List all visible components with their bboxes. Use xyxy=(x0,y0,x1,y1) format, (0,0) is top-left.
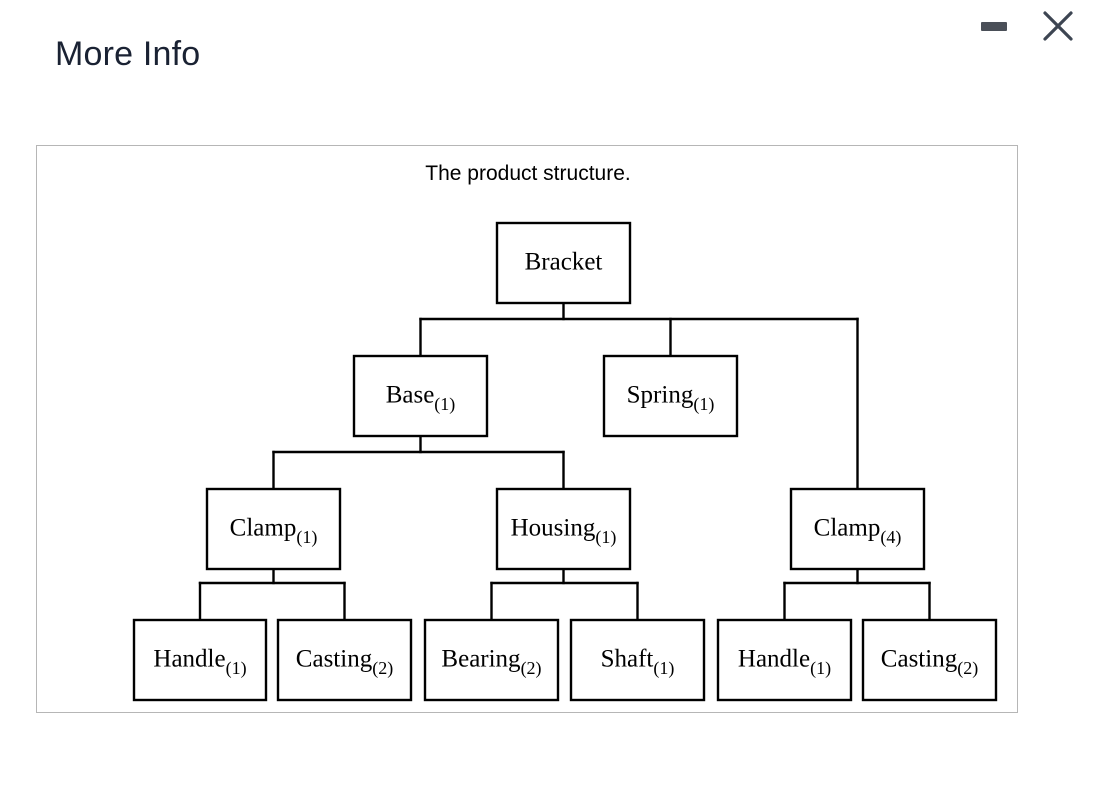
node-box xyxy=(276,618,413,702)
node-box xyxy=(423,618,560,702)
tree-node-casting1[interactable]: Casting(2) xyxy=(276,618,413,702)
node-box xyxy=(495,487,632,571)
node-box xyxy=(861,618,998,702)
tree-node-clamp4[interactable]: Clamp(4) xyxy=(789,487,926,571)
tree-node-bearing[interactable]: Bearing(2) xyxy=(423,618,560,702)
tree-node-handle2[interactable]: Handle(1) xyxy=(716,618,853,702)
node-qty: (1) xyxy=(226,658,247,679)
node-box xyxy=(602,354,739,438)
tree-edges xyxy=(198,301,931,622)
page-title: More Info xyxy=(55,35,201,73)
node-box xyxy=(789,487,926,571)
tree-node-base[interactable]: Base(1) xyxy=(352,354,489,438)
node-box xyxy=(205,487,342,571)
tree-node-spring[interactable]: Spring(1) xyxy=(602,354,739,438)
node-box xyxy=(716,618,853,702)
minimize-icon[interactable] xyxy=(981,22,1007,31)
node-box xyxy=(569,618,706,702)
close-icon[interactable] xyxy=(1040,8,1076,44)
node-qty: (2) xyxy=(521,658,542,679)
node-box xyxy=(132,618,268,702)
diagram-caption: The product structure. xyxy=(425,162,631,185)
node-qty: (1) xyxy=(810,658,831,679)
tree-node-clamp1[interactable]: Clamp(1) xyxy=(205,487,342,571)
node-label: Bracket xyxy=(525,249,603,276)
tree-node-shaft[interactable]: Shaft(1) xyxy=(569,618,706,702)
node-box xyxy=(352,354,489,438)
node-qty: (1) xyxy=(434,394,455,415)
node-box xyxy=(495,221,632,305)
node-qty: (1) xyxy=(595,527,616,548)
node-qty: (1) xyxy=(653,658,674,679)
node-qty: (2) xyxy=(372,658,393,679)
node-qty: (1) xyxy=(296,527,317,548)
node-qty: (4) xyxy=(880,527,901,548)
node-qty: (1) xyxy=(693,394,714,415)
tree-node-casting2[interactable]: Casting(2) xyxy=(861,618,998,702)
node-qty: (2) xyxy=(957,658,978,679)
tree-node-bracket[interactable]: Bracket xyxy=(495,221,632,305)
tree-node-housing[interactable]: Housing(1) xyxy=(495,487,632,571)
tree-node-handle1[interactable]: Handle(1) xyxy=(132,618,268,702)
window-controls xyxy=(955,0,1095,60)
